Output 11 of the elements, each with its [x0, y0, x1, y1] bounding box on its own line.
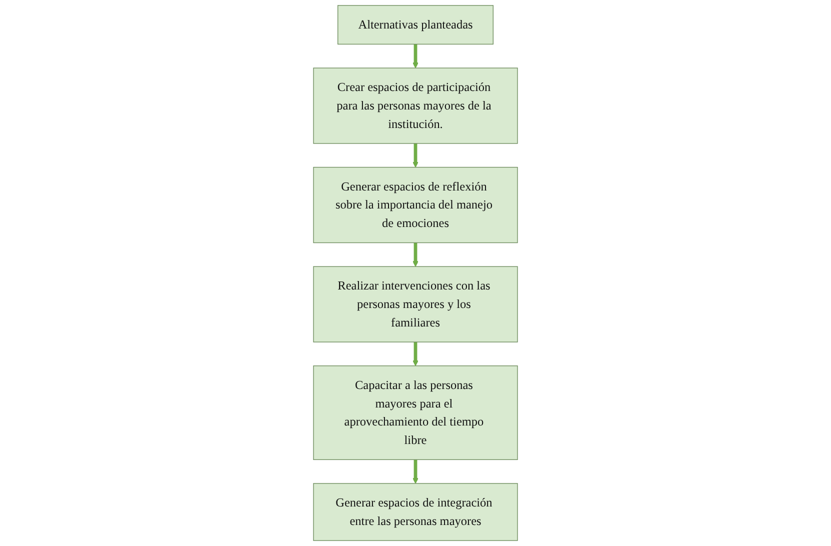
arrow [412, 242, 418, 267]
node-box: Crear espacios de participación para las personas mayores de la institución. [313, 68, 518, 144]
arrow [412, 44, 418, 68]
node-box: Generar espacios de reflexión sobre la importancia del manejo de emociones [313, 166, 518, 244]
arrow [412, 143, 418, 168]
node-box: Alternativas planteadas [338, 5, 494, 45]
node-box: Realizar intervenciones con las personas mayores y los familiares [313, 266, 518, 342]
arrow [412, 342, 418, 366]
arrow [412, 460, 418, 484]
node-box: Generar espacios de integración entre las personas mayores [313, 483, 518, 541]
node-box: Capacitar a las personas mayores para el aprovechamiento del tiempo libre [313, 365, 518, 460]
